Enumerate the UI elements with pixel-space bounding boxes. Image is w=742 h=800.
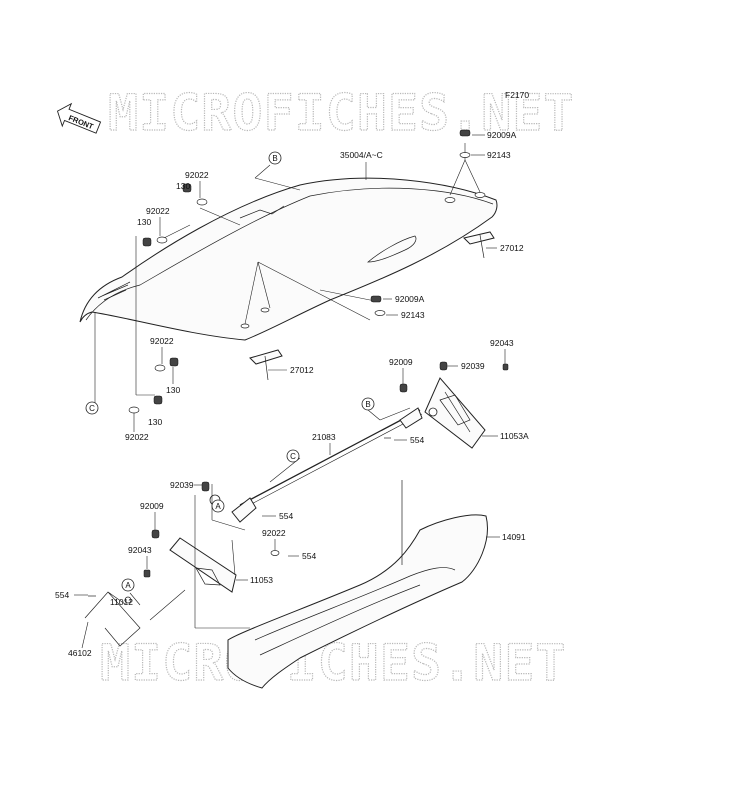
nut-92043-right [502, 363, 509, 371]
callout-b-rod: B [361, 397, 375, 411]
figure-code: F2170 [505, 90, 529, 100]
label-35004: 35004/A~C [340, 150, 383, 160]
label-92022-d: 92022 [125, 432, 149, 442]
label-27012-left: 27012 [290, 365, 314, 375]
bolt-92009-right [399, 383, 408, 393]
label-130-c: 130 [166, 385, 180, 395]
svg-text:A: A [215, 502, 221, 511]
watermark-bottom: MICROFICHES.NET [100, 634, 567, 692]
washer-92143-mid [374, 310, 386, 316]
front-direction-arrow: FRONT [56, 102, 102, 134]
callout-c-rod: C [286, 449, 300, 463]
label-92043-left: 92043 [128, 545, 152, 555]
watermark-top: MICROFICHES.NET [108, 84, 575, 142]
label-11053: 11053 [250, 575, 273, 585]
label-92022-a: 92022 [185, 170, 209, 180]
svg-text:C: C [290, 452, 296, 461]
screw-92009A-top [459, 129, 471, 137]
label-11053A: 11053A [500, 431, 529, 441]
stand-46102 [84, 591, 141, 647]
washer-92022-a [196, 198, 208, 206]
canopy-roof-35004 [79, 177, 498, 341]
label-92022-b: 92022 [146, 206, 170, 216]
bolt-130-d [153, 395, 163, 405]
label-92143-top: 92143 [487, 150, 511, 160]
svg-text:A: A [125, 581, 131, 590]
callout-c-left: C [85, 401, 99, 415]
washer-92022-left [270, 550, 280, 556]
cross-rod-21083 [231, 407, 423, 523]
label-554-mid: 554 [279, 511, 293, 521]
bracket-11053A [384, 361, 509, 449]
label-92022-left: 92022 [262, 528, 286, 538]
nut-92043-left [143, 569, 151, 578]
washer-92143-top [459, 152, 471, 158]
canopy-leader-lines [94, 143, 481, 405]
rivet-92039-right [439, 361, 448, 371]
screw-92009A-mid [370, 295, 382, 303]
label-92043-right: 92043 [490, 338, 514, 348]
bolt-130-b [142, 237, 152, 247]
svg-text:C: C [89, 404, 95, 413]
bolt-92009-left [151, 529, 160, 539]
callout-a-stand: A [121, 578, 135, 592]
label-46102: 46102 [68, 648, 92, 658]
label-130-a: 130 [176, 181, 190, 191]
bracket-27012-left [249, 349, 283, 381]
cover-14091 [227, 480, 488, 689]
label-554-low: 554 [302, 551, 316, 561]
label-92009-right: 92009 [389, 357, 413, 367]
label-14091: 14091 [502, 532, 526, 542]
label-92009A-mid: 92009A [395, 294, 425, 304]
canopy-fasteners [128, 129, 486, 414]
bolt-130-c [169, 357, 179, 367]
callout-b-top: B [268, 151, 282, 165]
washer-92022-c [154, 364, 166, 372]
label-554-right: 554 [410, 435, 424, 445]
label-130-d: 130 [148, 417, 162, 427]
svg-text:B: B [272, 154, 277, 163]
svg-text:B: B [365, 400, 370, 409]
label-92009A-top: 92009A [487, 130, 517, 140]
bolt-130-a [182, 183, 192, 193]
washer-92022-d [128, 406, 140, 414]
part-labels: 35004/A~C 92009A 92143 27012 92009A 9214… [55, 130, 529, 658]
bracket-11053 [143, 481, 280, 593]
label-92143-mid: 92143 [401, 310, 425, 320]
label-92009-left: 92009 [140, 501, 164, 511]
label-92022-c: 92022 [150, 336, 174, 346]
bracket-27012-right [463, 231, 495, 259]
label-92039-left: 92039 [170, 480, 194, 490]
label-92039-right: 92039 [461, 361, 485, 371]
label-27012-right: 27012 [500, 243, 524, 253]
rivet-92039-left [201, 481, 210, 492]
label-11012: 11012 [110, 597, 133, 607]
label-130-b: 130 [137, 217, 151, 227]
callout-a-bracket: A [211, 499, 225, 513]
washer-92022-b [156, 236, 168, 244]
label-21083: 21083 [312, 432, 336, 442]
label-554-stand: 554 [55, 590, 69, 600]
